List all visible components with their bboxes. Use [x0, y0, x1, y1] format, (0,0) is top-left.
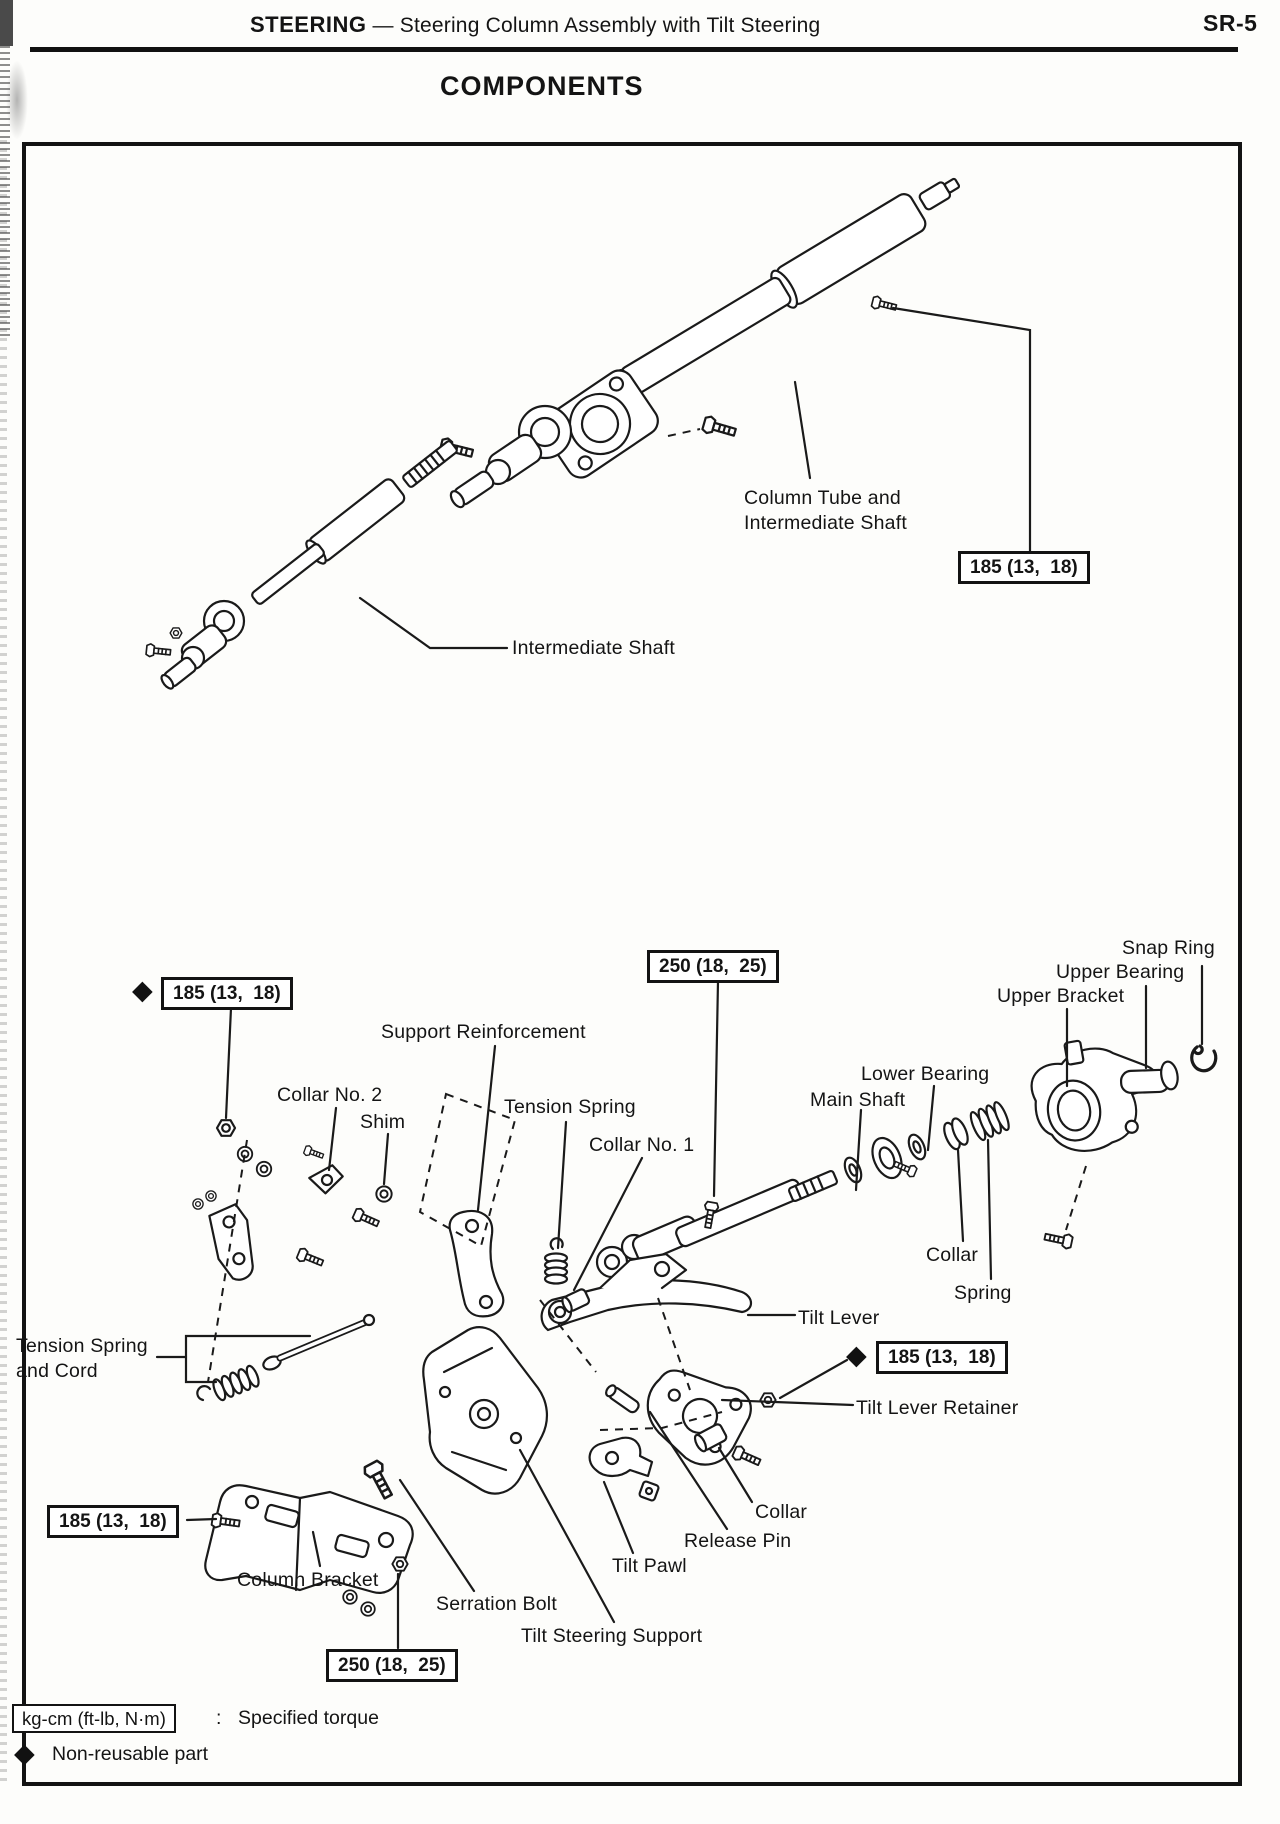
- header-rule: [30, 47, 1238, 52]
- label-tilt-pawl: Tilt Pawl: [612, 1555, 687, 1577]
- upper-bracket-drawing: [1030, 1039, 1218, 1251]
- torque-box-tilt-lever: 185 (13, 18): [876, 1341, 1008, 1374]
- label-upper-bracket: Upper Bracket: [997, 985, 1125, 1007]
- leader-tension-spring: [556, 1120, 568, 1250]
- main-shaft-drawing: [595, 1101, 1010, 1279]
- torque-box-column-bracket: 185 (13, 18): [47, 1505, 179, 1538]
- leader-tilt-lever-retainer: [720, 1398, 855, 1407]
- column-tube-drawing: [437, 177, 961, 509]
- legend-non-reusable: Non-reusable part: [52, 1743, 209, 1765]
- legend-unit-box: kg-cm (ft-lb, N·m): [12, 1704, 176, 1733]
- tension-spring-drawing: [543, 1237, 569, 1285]
- support-reinforcement-drawing: [448, 1209, 505, 1318]
- figure-frame: [22, 142, 1242, 1786]
- legend-torque-meaning: Specified torque: [238, 1707, 379, 1729]
- header-section: STEERING: [250, 12, 367, 37]
- leader-shim: [382, 1132, 390, 1186]
- leader-lines: [155, 306, 1204, 1650]
- leader-tilt-pawl: [602, 1480, 635, 1555]
- leader-support-reinforcement: [476, 1044, 497, 1212]
- non-reusable-diamond-icon: ◆: [14, 1738, 35, 1768]
- torque-box-serration: 250 (18, 25): [326, 1649, 458, 1682]
- label-column-bracket: Column Bracket: [237, 1569, 379, 1591]
- header-dash: —: [372, 14, 394, 37]
- label-collar-lower: Collar: [755, 1501, 808, 1523]
- leader-intermediate-shaft: [358, 596, 509, 650]
- leader-serration-bolt: [398, 1478, 476, 1593]
- leader-collar-no2: [327, 1106, 338, 1172]
- non-reusable-diamond-icon: ◆: [846, 1340, 867, 1370]
- leader-torque-column-bracket: [185, 1517, 218, 1522]
- torque-box-column-tube: 185 (13, 18): [958, 551, 1090, 584]
- leader-spring: [986, 1138, 993, 1281]
- label-tension-spring: Tension Spring: [504, 1096, 636, 1118]
- label-serration-bolt: Serration Bolt: [436, 1593, 557, 1615]
- intermediate-shaft-drawing: [145, 440, 458, 690]
- assembly-dashed-lines: [207, 428, 1087, 1431]
- label-upper-bearing: Upper Bearing: [1056, 961, 1185, 983]
- scan-artifact: [0, 140, 7, 1784]
- torque-box-mount-nut: 185 (13, 18): [161, 977, 293, 1010]
- page-header: STEERING — Steering Column Assembly with…: [250, 12, 820, 38]
- label-support-reinforcement: Support Reinforcement: [381, 1021, 586, 1043]
- label-intermediate-shaft: Intermediate Shaft: [512, 637, 675, 659]
- leader-torque-mount-nut: [224, 1006, 233, 1120]
- leader-collar-no1: [572, 1156, 644, 1292]
- left-small-parts: [192, 1119, 393, 1281]
- tilt-mechanism-small-parts: [588, 1384, 764, 1502]
- label-spring: Spring: [954, 1282, 1012, 1304]
- leader-torque-tilt-lever: [778, 1358, 849, 1400]
- leader-tension-spring-cord-bracket: [184, 1334, 312, 1384]
- leader-main-shaft: [854, 1108, 863, 1192]
- label-main-shaft: Main Shaft: [810, 1089, 906, 1111]
- label-collar-no2: Collar No. 2: [277, 1084, 383, 1106]
- tilt-lever-drawing: [540, 1252, 753, 1332]
- label-collar-upper: Collar: [926, 1244, 979, 1266]
- column-bracket-drawing: [204, 1484, 414, 1617]
- page-number: SR-5: [1203, 10, 1258, 36]
- label-snap-ring: Snap Ring: [1122, 937, 1215, 959]
- leader-collar-lower: [717, 1446, 754, 1504]
- leader-column-bracket: [311, 1530, 322, 1568]
- leader-collar-upper: [956, 1148, 965, 1243]
- leader-torque-support-upper: [712, 979, 720, 1198]
- label-tilt-steering-support: Tilt Steering Support: [521, 1625, 703, 1647]
- tension-spring-cord-drawing: [196, 1313, 376, 1402]
- leader-tilt-steering-support: [518, 1448, 616, 1624]
- label-release-pin: Release Pin: [684, 1530, 792, 1552]
- page-title: COMPONENTS: [440, 71, 644, 101]
- collar-no1-drawing: [561, 1288, 591, 1314]
- label-shim: Shim: [360, 1111, 406, 1133]
- label-lower-bearing: Lower Bearing: [861, 1063, 990, 1085]
- non-reusable-diamond-icon: ◆: [132, 975, 153, 1005]
- torque-box-support-upper: 250 (18, 25): [647, 950, 779, 983]
- tilt-steering-support-drawing: [422, 1326, 548, 1495]
- scan-artifact: [0, 0, 13, 46]
- scan-artifact: [0, 46, 10, 336]
- label-tilt-lever-retainer: Tilt Lever Retainer: [856, 1397, 1019, 1419]
- label-collar-no1: Collar No. 1: [589, 1134, 695, 1156]
- scan-artifact: [6, 60, 28, 140]
- legend-colon: :: [216, 1707, 222, 1729]
- leader-release-pin: [648, 1410, 729, 1531]
- spring-drawing: [969, 1101, 1010, 1142]
- serration-bolt-drawing: [361, 1458, 399, 1503]
- header-subtitle: Steering Column Assembly with Tilt Steer…: [393, 14, 821, 37]
- leader-column-tube: [793, 380, 812, 480]
- label-tilt-lever: Tilt Lever: [798, 1307, 880, 1329]
- leader-torque-column-tube: [891, 306, 1032, 553]
- leader-lower-bearing: [926, 1084, 936, 1152]
- snap-ring-drawing: [1190, 1044, 1218, 1073]
